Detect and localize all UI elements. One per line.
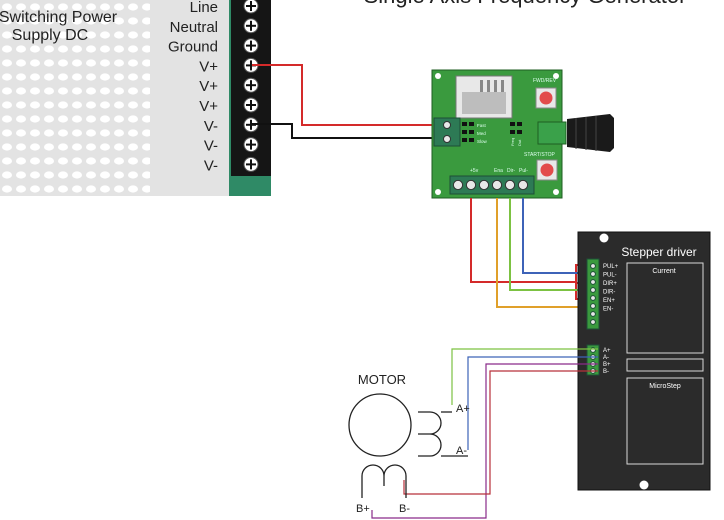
motor-a-minus-label: A-: [456, 445, 467, 457]
board-hole: [553, 73, 559, 79]
start-stop-label: START/STOP: [524, 152, 556, 158]
board-hole: [435, 73, 441, 79]
psu-name-line2: Supply DC: [12, 27, 88, 44]
motor-b-minus-label: B-: [399, 503, 410, 515]
signal-pin-icon: [590, 287, 596, 293]
driver-motor-label: B+: [603, 362, 611, 368]
header-pin-icon: [452, 179, 464, 191]
wire-orange-ena: [496, 198, 598, 308]
wire-green-a-plus: [451, 348, 598, 405]
motor-pin-icon: [590, 347, 596, 353]
motor-label: MOTOR: [358, 372, 406, 387]
display-connector-slot: [462, 92, 506, 114]
header-pin-icon: [491, 179, 503, 191]
info-strip: [626, 358, 704, 372]
driver-signal-label: DIR+: [603, 281, 617, 287]
signal-pin-icon: [590, 271, 596, 277]
signal-pin-icon: [590, 263, 596, 269]
wire-green-dir: [509, 198, 598, 291]
microstep-label: MicroStep: [649, 383, 681, 390]
motor-b-plus-label: B+: [356, 503, 370, 515]
psu-terminal-label: Neutral: [170, 19, 218, 36]
header-pin-icon: [517, 179, 529, 191]
driver-mount-hole: [639, 480, 649, 490]
pin-label-5v: +5v: [470, 168, 479, 174]
header-pin-icon: [504, 179, 516, 191]
driver-signal-label: EN-: [603, 307, 613, 313]
wire-purple-b-plus: [371, 363, 598, 519]
current-panel: [626, 262, 704, 354]
speed-mode-med: Med: [477, 131, 486, 136]
driver-mount-hole: [599, 233, 609, 243]
psu-terminal-label: Line: [190, 0, 218, 16]
psu-terminal-label: V-: [204, 118, 218, 135]
psu-terminal-label: V-: [204, 138, 218, 155]
driver-motor-label: B-: [603, 369, 609, 375]
fwd-rev-button-cap[interactable]: [539, 91, 553, 105]
psu-name-line1: Switching Power: [0, 9, 118, 26]
motor: MOTOR A+ A- B+ B-: [348, 372, 470, 515]
stepper-driver: Stepper driver PUL+ PUL- DIR+ DIR- EN+ EN- A+…: [577, 231, 711, 491]
signal-pin-icon: [590, 295, 596, 301]
motor-a-plus-label: A+: [456, 403, 470, 415]
power-supply: Switching Power Supply DC LineNeutralGro…: [0, 0, 271, 196]
motor-body-icon: [348, 393, 412, 457]
pin-label-pul: Pul-: [519, 168, 528, 174]
driver-signal-label: DIR-: [603, 290, 615, 296]
pin-label-ena: Ena: [494, 168, 503, 174]
speed-mode-fast: Fast: [477, 123, 487, 128]
signal-pin-icon: [590, 279, 596, 285]
wire-red-b-minus: [403, 370, 598, 495]
wire-black-psu-vminus: [252, 123, 432, 139]
signal-pin-icon: [590, 311, 596, 317]
speed-mode-slow: Slow: [477, 139, 488, 144]
psu-terminal-label: V-: [204, 157, 218, 174]
driver-title: Stepper driver: [621, 245, 696, 259]
microstep-panel: [626, 377, 704, 465]
driver-signal-label: PUL+: [603, 264, 619, 270]
psu-terminal-label: V+: [199, 58, 218, 75]
signal-pin-icon: [590, 319, 596, 325]
wire-blue-pul: [522, 198, 598, 274]
speed-jumper[interactable]: [462, 122, 474, 142]
board-hole: [435, 189, 441, 195]
wire-red-psu-vplus: [252, 64, 432, 126]
driver-signal-label: EN+: [603, 298, 615, 304]
psu-vent-pattern: [0, 0, 150, 196]
psu-terminal-label: V+: [199, 98, 218, 115]
start-stop-button-cap[interactable]: [540, 163, 554, 177]
pin-label-dir: Dir-: [507, 168, 515, 174]
switch-label-freq: Freq: [510, 138, 515, 146]
driver-motor-label: A-: [603, 355, 609, 361]
header-pin-icon: [465, 179, 477, 191]
driver-motor-label: A+: [603, 348, 611, 354]
wire-blue-a-minus: [467, 356, 598, 450]
switch-label-duty: Dut: [517, 139, 522, 146]
potentiometer-knob[interactable]: [567, 114, 614, 152]
header-pin-icon: [478, 179, 490, 191]
coil-b-icon: [361, 464, 407, 486]
psu-terminal-label: V+: [199, 78, 218, 95]
board-hole: [553, 189, 559, 195]
coil-a-icon: [418, 411, 442, 457]
potentiometer-body: [537, 121, 567, 145]
freq-duty-jumper[interactable]: [510, 122, 522, 134]
motor-terminal-block: [586, 344, 600, 376]
signal-terminal-block: [586, 258, 600, 330]
driver-signal-label: PUL-: [603, 273, 617, 279]
signal-pin-icon: [590, 303, 596, 309]
fwd-rev-label: FWD/REV: [533, 78, 557, 84]
psu-terminal-label: Ground: [168, 39, 218, 56]
diagram-title: Single Axis Frequency Generator: [364, 0, 687, 8]
current-label: Current: [652, 268, 675, 275]
frequency-generator-board: FWD/REV Fast Med Slow Freq Dut: [431, 69, 614, 199]
